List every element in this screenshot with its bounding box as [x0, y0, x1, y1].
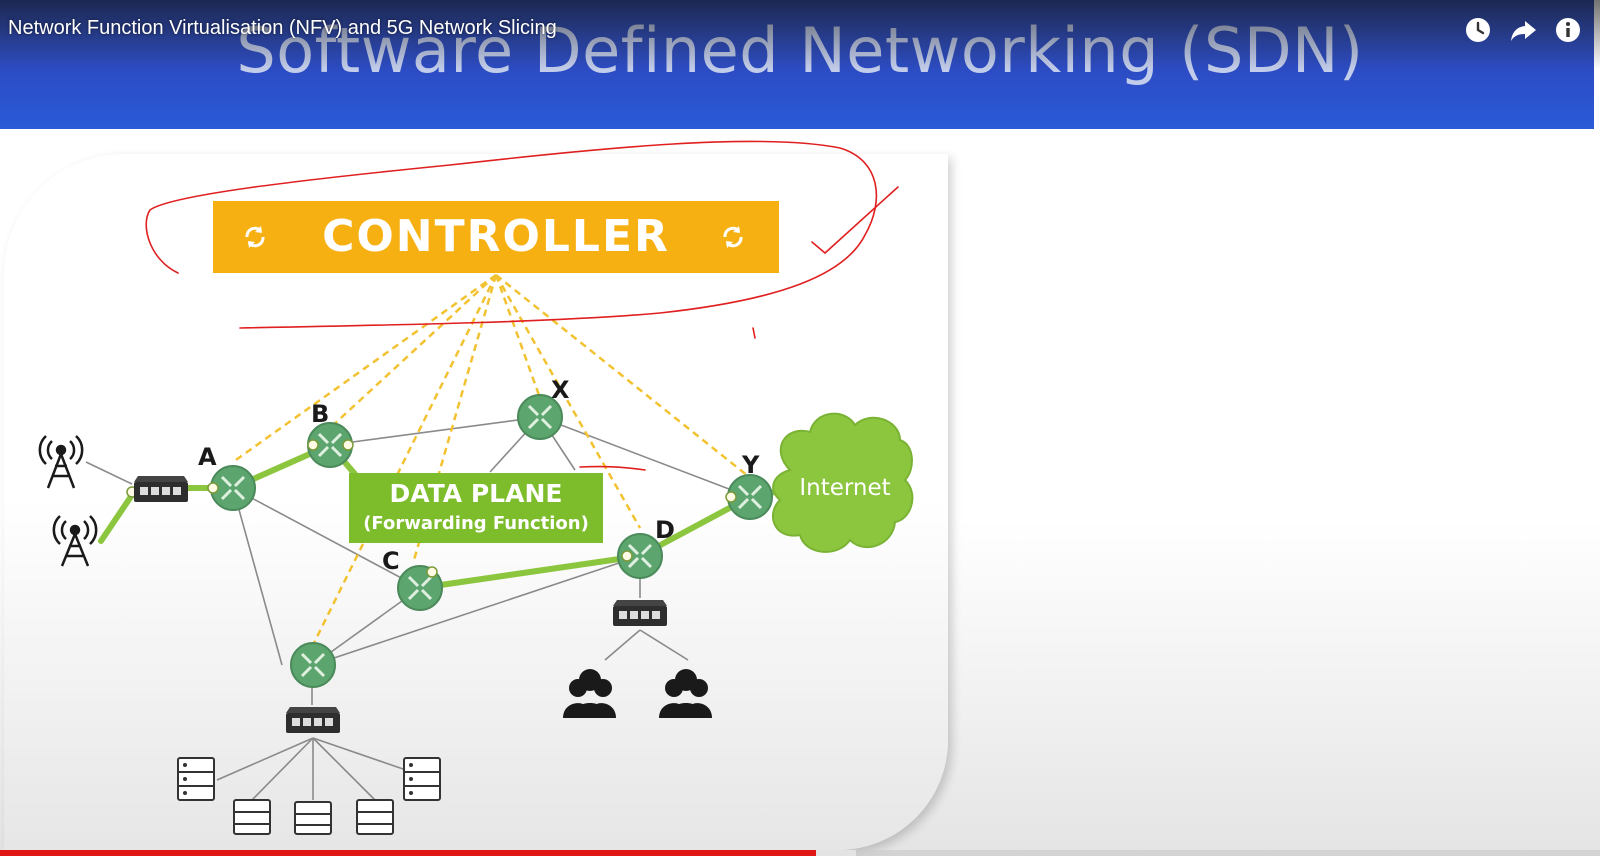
sync-icon	[723, 226, 743, 248]
data-plane-title: DATA PLANE	[389, 479, 563, 508]
router-a-icon	[210, 465, 256, 511]
switch-icon	[134, 476, 188, 502]
switch-icon	[613, 600, 667, 626]
server-icon	[403, 757, 441, 801]
router-d-icon	[617, 533, 663, 579]
port-dots	[126, 439, 737, 578]
switch-icon	[286, 707, 340, 733]
node-label-c: C	[382, 547, 400, 575]
info-icon[interactable]	[1553, 15, 1583, 45]
progress-bar[interactable]	[0, 850, 1600, 856]
server-icon	[294, 801, 332, 835]
controller-label: CONTROLLER	[322, 211, 670, 262]
node-label-b: B	[311, 400, 330, 428]
video-title[interactable]: Network Function Virtualisation (NFV) an…	[8, 17, 557, 39]
player-top-bar	[0, 0, 1600, 70]
data-plane-subtitle: (Forwarding Function)	[363, 513, 589, 534]
users-icon	[659, 669, 712, 718]
node-label-d: D	[655, 516, 675, 544]
progress-played	[0, 850, 816, 856]
control-links	[232, 273, 749, 646]
share-icon[interactable]	[1508, 15, 1538, 45]
node-label-x: X	[551, 376, 570, 404]
server-icon	[356, 799, 394, 835]
server-icon	[233, 799, 271, 835]
sync-icon	[245, 226, 265, 248]
controller-box: CONTROLLER	[213, 201, 779, 273]
server-icon	[177, 757, 215, 801]
internet-label: Internet	[799, 475, 891, 501]
node-label-y: Y	[742, 451, 760, 479]
node-label-a: A	[198, 443, 217, 471]
gray-links	[85, 416, 751, 801]
antenna-tower-icon	[38, 435, 84, 489]
router-x-icon	[517, 394, 563, 440]
antenna-tower-icon	[52, 515, 98, 567]
router-e-icon	[290, 642, 336, 688]
data-plane-box: DATA PLANE (Forwarding Function)	[349, 473, 603, 543]
watch-later-icon[interactable]	[1463, 15, 1493, 45]
red-annotation	[145, 140, 899, 471]
internet-cloud-icon	[771, 412, 914, 553]
users-icon	[563, 669, 616, 718]
